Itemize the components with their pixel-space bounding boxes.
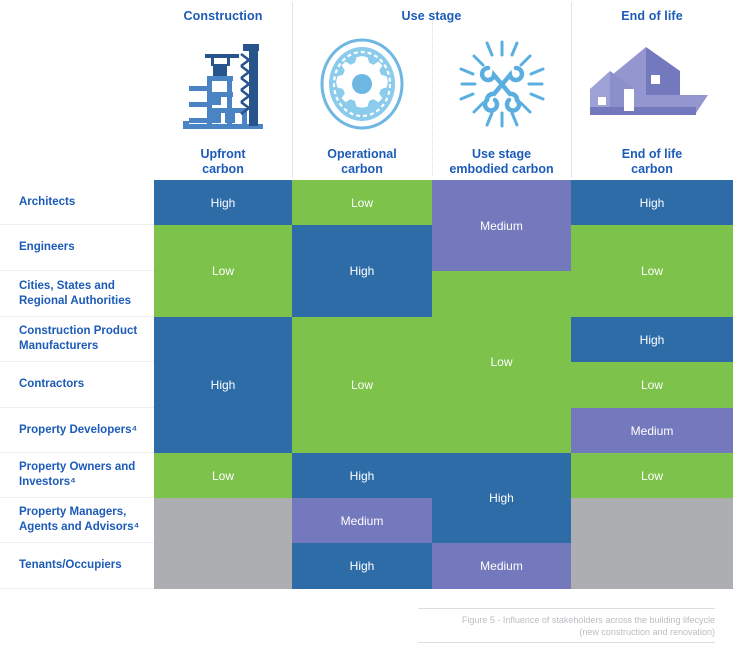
group-divider-1 xyxy=(292,2,293,178)
matrix-cell: Medium xyxy=(292,498,432,543)
matrix-row-label: Contractors xyxy=(0,362,154,408)
matrix-cell xyxy=(571,498,733,589)
matrix-cell: High xyxy=(154,180,292,225)
matrix-cell: High xyxy=(292,543,432,589)
wrenches-burst-icon xyxy=(432,34,571,134)
matrix-cell: High xyxy=(154,317,292,453)
group-title-use-stage: Use stage xyxy=(401,9,462,23)
matrix-cell: Low xyxy=(154,453,292,498)
matrix-row-label: Property Developers⁴ xyxy=(0,408,154,453)
matrix-row-label: Architects xyxy=(0,180,154,225)
matrix-cell: Medium xyxy=(571,408,733,453)
matrix-cell: Low xyxy=(292,180,432,225)
matrix-cell xyxy=(154,498,292,589)
matrix-row-label: Tenants/Occupiers xyxy=(0,543,154,589)
matrix-cell: Low xyxy=(571,362,733,408)
use-stage-sub-divider xyxy=(432,16,433,176)
column-title-use-stage-embodied-carbon: Use stage embodied carbon xyxy=(449,147,554,176)
matrix-cell: High xyxy=(571,317,733,362)
matrix-row-label: Property Managers, Agents and Advisors⁴ xyxy=(0,498,154,543)
crane-building-icon xyxy=(154,34,292,134)
figure-caption: Figure 5 - Influence of stakeholders acr… xyxy=(418,608,715,643)
caption-line-2: (new construction and renovation) xyxy=(579,627,715,637)
matrix-row-label: Cities, States and Regional Authorities xyxy=(0,271,154,317)
matrix-cell: Low xyxy=(571,225,733,317)
column-title-operational-carbon: Operational carbon xyxy=(327,147,397,176)
matrix-row-label: Engineers xyxy=(0,225,154,271)
column-title-end-of-life-carbon: End of life carbon xyxy=(621,147,683,176)
figure-header: Construction Use stage End of life xyxy=(0,0,733,180)
group-divider-2 xyxy=(571,2,572,178)
matrix-cell: High xyxy=(292,453,432,498)
matrix-cell: Low xyxy=(432,271,571,453)
matrix-row-label: Property Owners and Investors⁴ xyxy=(0,453,154,498)
houses-icon xyxy=(571,34,733,134)
matrix-row-label: Construction Product Manufacturers xyxy=(0,317,154,362)
gear-icon xyxy=(292,34,432,134)
column-title-upfront-carbon: Upfront carbon xyxy=(200,147,246,176)
group-title-end-of-life: End of life xyxy=(621,9,683,23)
matrix-cell: Low xyxy=(154,225,292,317)
group-title-construction: Construction xyxy=(183,9,263,23)
caption-line-1: Figure 5 - Influence of stakeholders acr… xyxy=(461,615,715,625)
matrix-cell: High xyxy=(432,453,571,543)
matrix-cell: Medium xyxy=(432,543,571,589)
matrix-cell: High xyxy=(571,180,733,225)
matrix-cell: High xyxy=(292,225,432,317)
matrix-cell: Low xyxy=(292,317,432,453)
matrix-cell: Low xyxy=(571,453,733,498)
matrix-cell: Medium xyxy=(432,180,571,271)
